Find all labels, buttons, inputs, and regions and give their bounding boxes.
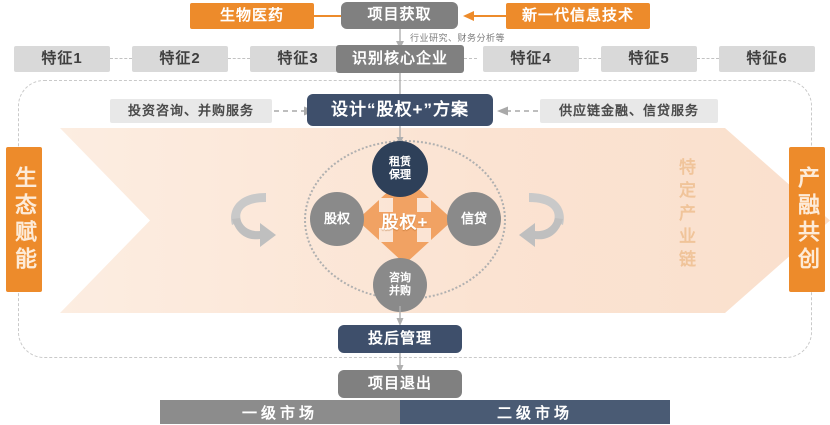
method-note: 行业研究、财务分析等 [410, 33, 506, 43]
feature-chip-5[interactable]: 特征5 [601, 46, 697, 72]
cycle-arrow-left-icon [231, 193, 276, 247]
source-industry-biomedicine[interactable]: 生物医药 [190, 3, 314, 29]
feature-chip-2[interactable]: 特征2 [132, 46, 228, 72]
cycle-arrow-right-icon [519, 193, 564, 247]
advisory-ma-label: 咨询 并购 [389, 272, 411, 297]
industry-chain-label: 特定产业链 [676, 158, 695, 273]
service-circle-equity[interactable]: 股权 [310, 192, 364, 246]
side-label-ecosystem-empowerment[interactable]: 生态赋能 [6, 147, 42, 292]
note-investment-advisory: 投资咨询、并购服务 [110, 99, 272, 123]
source-industry-infotech[interactable]: 新一代信息技术 [506, 3, 650, 29]
service-circle-advisory-ma[interactable]: 咨询 并购 [373, 258, 427, 312]
arrow-infotech-to-acquisition [463, 11, 506, 21]
leasing-factoring-label: 租赁 保理 [389, 156, 411, 181]
connector-hub-to-post-investment [396, 306, 404, 326]
feature-chip-4[interactable]: 特征4 [483, 46, 579, 72]
service-circle-leasing-factoring[interactable]: 租赁 保理 [372, 141, 428, 197]
feature-connector-2-3 [228, 58, 250, 59]
market-primary-bar[interactable]: 一级市场 [160, 400, 400, 424]
feature-chip-3[interactable]: 特征3 [250, 46, 346, 72]
connector-post-investment-to-exit [396, 353, 404, 373]
credit-label: 信贷 [460, 210, 487, 226]
stage-project-acquisition[interactable]: 项目获取 [341, 2, 458, 29]
feature-chip-6[interactable]: 特征6 [719, 46, 815, 72]
feature-chip-1[interactable]: 特征1 [14, 46, 110, 72]
note-supplychain-finance: 供应链金融、信贷服务 [540, 99, 718, 123]
arrow-supplychain-to-scheme [497, 106, 538, 116]
service-circle-credit[interactable]: 信贷 [447, 192, 501, 246]
stage-post-investment-management[interactable]: 投后管理 [338, 325, 462, 353]
feature-connector-4-5 [579, 58, 601, 59]
feature-connector-center-4 [464, 58, 477, 59]
side-label-industry-finance-cocreation[interactable]: 产融共创 [789, 147, 825, 292]
stage-project-exit[interactable]: 项目退出 [338, 370, 462, 398]
stage-identify-core-enterprise[interactable]: 识别核心企业 [336, 45, 464, 73]
connector-identify-to-scheme [399, 73, 401, 96]
equity-label: 股权 [323, 210, 350, 226]
market-secondary-bar[interactable]: 二级市场 [400, 400, 670, 424]
feature-connector-1-2 [110, 58, 132, 59]
four-way-arrow-icon [357, 176, 453, 264]
stage-design-equity-plus-plan[interactable]: 设计“股权+”方案 [307, 94, 493, 126]
feature-connector-5-6 [697, 58, 719, 59]
